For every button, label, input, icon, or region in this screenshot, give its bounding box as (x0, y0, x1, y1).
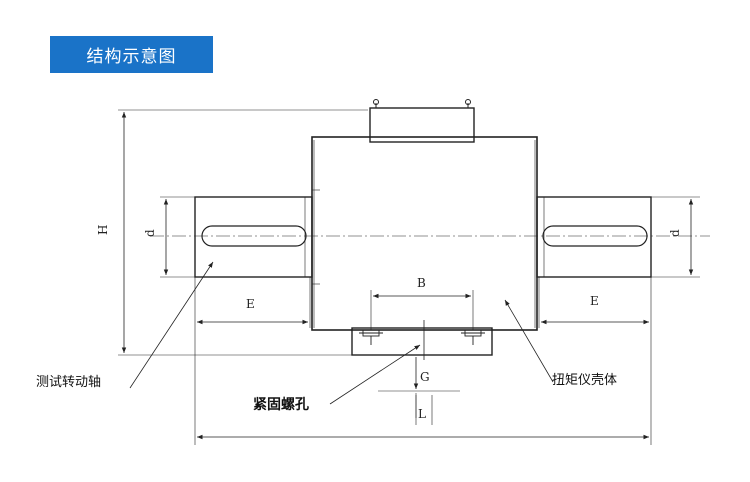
label-mount-hole: 紧固螺孔 (253, 396, 309, 413)
diagram-title: 结构示意图 (86, 47, 177, 67)
label-housing: 扭矩仪壳体 (552, 373, 617, 388)
dim-H: H (96, 225, 110, 235)
dim-E-left: E (246, 297, 255, 311)
right-shaft (536, 196, 652, 278)
dim-d-left: d (143, 229, 157, 237)
dim-B: B (417, 276, 426, 290)
dim-G: G (420, 370, 430, 384)
diagram-title-badge: 结构示意图 (50, 36, 213, 73)
dim-d-right: d (668, 229, 682, 237)
label-shaft: 测试转动轴 (36, 375, 101, 390)
dim-E-right: E (590, 294, 599, 308)
dim-L: L (418, 407, 426, 421)
mount-plate (351, 327, 493, 356)
top-connector (369, 107, 475, 143)
housing-body (311, 136, 538, 331)
left-shaft (194, 196, 313, 278)
